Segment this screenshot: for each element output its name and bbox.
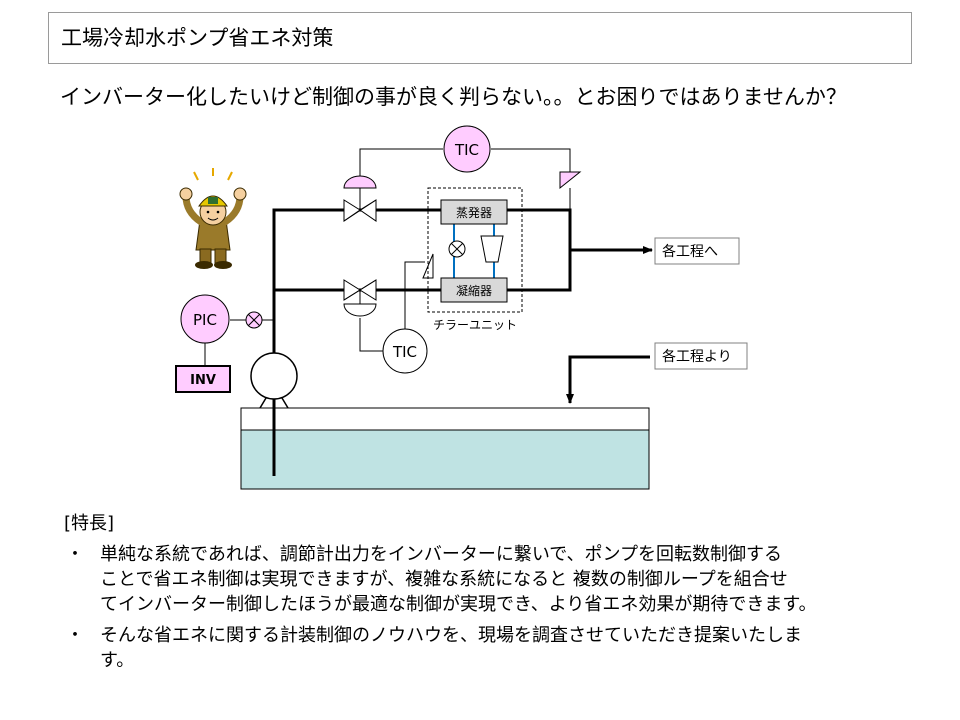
top-control-valve — [343, 175, 377, 222]
feature-line: ことで省エネ制御は実現できますが、複雑な系統になると 複数の制御ループを組合せ — [100, 569, 788, 590]
tic-top-label: TIC — [454, 141, 479, 159]
pic-controller: PIC — [180, 294, 230, 344]
feature-item: ・ そんな省エネに関する計装制御のノウハウを、現場を調査させていただき提案いたし… — [64, 623, 924, 673]
feature-line: そんな省エネに関する計装制御のノウハウを、現場を調査させていただき提案いたしま — [100, 625, 802, 646]
inverter-box: INV — [175, 365, 231, 393]
pressure-sensor-icon — [245, 311, 263, 329]
from-processes-label: 各工程より — [662, 349, 732, 365]
bullet-marker: ・ — [66, 625, 84, 646]
inv-label: INV — [190, 373, 216, 388]
water-tank — [240, 407, 650, 490]
features-heading: [特長] — [64, 513, 115, 534]
bullet-marker: ・ — [66, 544, 84, 565]
tic-bottom-label: TIC — [392, 343, 417, 361]
worker-mascot-illustration — [179, 168, 247, 269]
feature-item-text: 単純な系統であれば、調節計出力をインバーターに繋いで、ポンプを回転数制御する こ… — [100, 542, 924, 617]
feature-line: す。 — [100, 650, 135, 671]
page-title: 工場冷却水ポンプ省エネ対策 — [61, 26, 334, 50]
expansion-valve-icon — [448, 240, 466, 258]
compressor-icon — [480, 235, 504, 263]
feature-line: てインバーター制御したほうが最適な制御が実現でき、より省エネ効果が期待できます。 — [100, 594, 817, 615]
evaporator-label: 蒸発器 — [456, 206, 492, 220]
pump — [250, 352, 298, 409]
feature-line: 単純な系統であれば、調節計出力をインバーターに繋いで、ポンプを回転数制御する — [100, 544, 783, 565]
feature-item: ・ 単純な系統であれば、調節計出力をインバーターに繋いで、ポンプを回転数制御する… — [64, 542, 924, 617]
title-box: 工場冷却水ポンプ省エネ対策 — [48, 12, 912, 64]
to-processes-box: 各工程へ — [654, 237, 740, 265]
page-subtitle: インバーター化したいけど制御の事が良く判らない。。とお困りではありませんか？ — [60, 85, 847, 109]
bottom-control-valve — [343, 279, 377, 317]
control-signal-lines — [204, 148, 571, 366]
tic-bottom-controller: TIC — [382, 328, 428, 374]
from-processes-box: 各工程より — [654, 342, 748, 370]
condenser-label: 凝縮器 — [456, 283, 492, 298]
condenser-box — [440, 277, 508, 303]
feature-item-text: そんな省エネに関する計装制御のノウハウを、現場を調査させていただき提案いたしま … — [100, 623, 924, 673]
return-temperature-sensor — [559, 171, 582, 190]
tic-top-controller: TIC — [443, 125, 491, 173]
tank-water — [241, 430, 649, 489]
to-processes-label: 各工程へ — [662, 244, 718, 260]
features-section: [特長] ・ 単純な系統であれば、調節計出力をインバーターに繋いで、ポンプを回転… — [64, 512, 924, 673]
chiller-unit-label: チラーユニット — [433, 318, 517, 332]
pic-label: PIC — [193, 311, 217, 329]
chiller-unit: 蒸発器 凝縮器 チラーユニット — [427, 187, 523, 332]
evaporator-box — [440, 199, 508, 225]
